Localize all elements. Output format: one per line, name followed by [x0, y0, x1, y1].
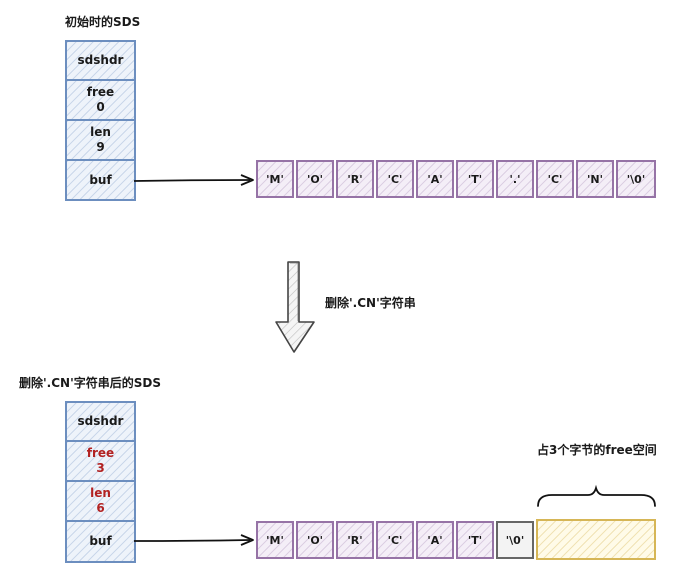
before-free-key: free — [86, 85, 115, 99]
free-space-brace — [537, 484, 656, 507]
after-buffer-cell: 'R' — [336, 521, 374, 559]
after-buffer-char: 'O' — [306, 533, 324, 547]
before-buffer-char: 'C' — [547, 172, 563, 186]
transition-down-arrow — [275, 261, 315, 353]
after-sdshdr-label: sdshdr — [77, 414, 124, 428]
after-buffer-char: 'M' — [266, 533, 284, 547]
before-buffer-char: '\0' — [626, 172, 646, 186]
after-buffer-cell: 'T' — [456, 521, 494, 559]
after-len-cell: len 6 — [65, 480, 136, 522]
before-len-cell: len 9 — [65, 119, 136, 161]
free-space-note: 占3个字节的free空间 — [537, 443, 657, 457]
after-buffer-char: 'T' — [467, 533, 483, 547]
after-buffer-cell: 'C' — [376, 521, 414, 559]
before-sdshdr-label: sdshdr — [77, 53, 124, 67]
before-buffer-cell: 'A' — [416, 160, 454, 198]
before-buffer-cell: 'C' — [536, 160, 574, 198]
after-free-value: 3 — [96, 461, 105, 475]
after-buf-pointer-arrow — [133, 534, 254, 546]
before-title: 初始时的SDS — [65, 15, 141, 29]
before-buf-pointer-arrow — [133, 174, 254, 186]
after-buffer-char: 'A' — [427, 533, 443, 547]
before-buffer-cell: '.' — [496, 160, 534, 198]
after-buffer-char: '\0' — [505, 533, 525, 547]
before-buffer-char: 'A' — [427, 172, 443, 186]
before-buffer-cell: '\0' — [616, 160, 656, 198]
before-buf-cell: buf — [65, 159, 136, 201]
before-buffer-char: '.' — [509, 172, 521, 186]
after-buffer-cell: 'M' — [256, 521, 294, 559]
terminator-cell: '\0' — [496, 521, 534, 559]
after-buf-label: buf — [89, 534, 112, 548]
after-free-key: free — [86, 446, 115, 460]
after-buffer-char: 'C' — [387, 533, 403, 547]
operation-label: 删除'.CN'字符串 — [325, 296, 416, 310]
before-buffer-cell: 'T' — [456, 160, 494, 198]
before-buffer-cell: 'R' — [336, 160, 374, 198]
before-len-key: len — [90, 125, 111, 139]
free-space-block — [536, 519, 656, 560]
before-buffer-char: 'O' — [306, 172, 324, 186]
before-len-value: 9 — [96, 140, 105, 154]
before-buffer-char: 'C' — [387, 172, 403, 186]
after-sdshdr-cell: sdshdr — [65, 401, 136, 442]
after-buffer-char: 'R' — [347, 533, 363, 547]
after-buf-cell: buf — [65, 520, 136, 563]
before-buffer-cell: 'C' — [376, 160, 414, 198]
before-sdshdr-cell: sdshdr — [65, 40, 136, 81]
after-buffer-cell: 'O' — [296, 521, 334, 559]
before-buffer-cell: 'N' — [576, 160, 614, 198]
after-buffer-cell: 'A' — [416, 521, 454, 559]
before-buf-label: buf — [89, 172, 112, 187]
before-buffer-char: 'N' — [587, 172, 603, 186]
before-buffer-cell: 'M' — [256, 160, 294, 198]
after-len-key: len — [90, 486, 111, 500]
before-buffer-char: 'T' — [467, 172, 483, 186]
after-free-cell: free 3 — [65, 440, 136, 482]
after-len-value: 6 — [96, 501, 105, 515]
before-buffer-cell: 'O' — [296, 160, 334, 198]
before-buffer-char: 'R' — [347, 172, 363, 186]
after-title: 删除'.CN'字符串后的SDS — [19, 376, 162, 390]
before-free-value: 0 — [96, 100, 105, 114]
before-buffer-char: 'M' — [266, 172, 284, 186]
